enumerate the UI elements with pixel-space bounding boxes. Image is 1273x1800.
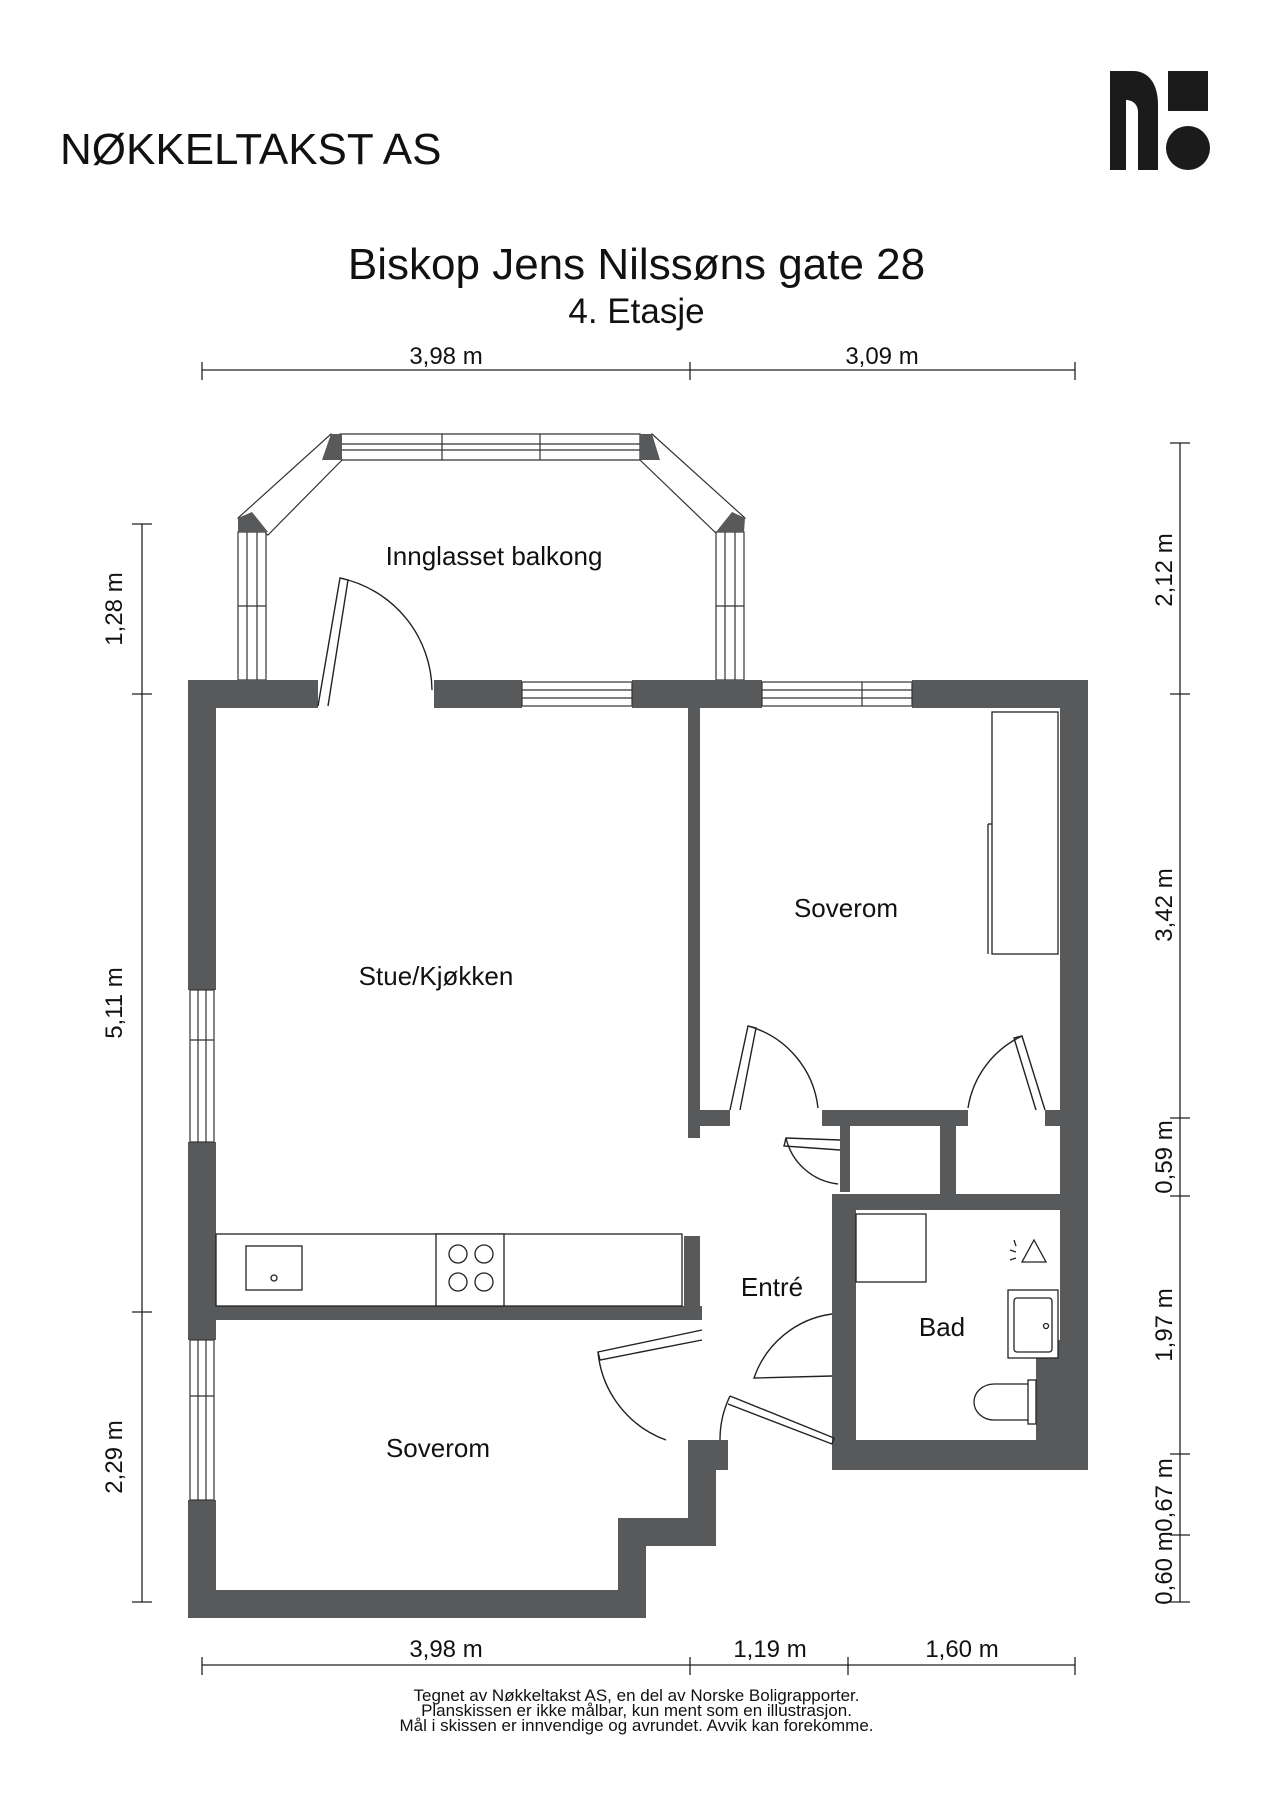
dimension-lines: [132, 362, 1190, 1675]
plan-address: Biskop Jens Nilssøns gate 28: [347, 240, 926, 289]
doors: [317, 577, 1046, 1445]
dim-bottom-right: 1,60 m: [925, 1636, 998, 1663]
dim-bottom-mid: 1,19 m: [733, 1636, 806, 1663]
walls: [188, 680, 1088, 1618]
dim-left-bottom: 2,29 m: [101, 1420, 128, 1493]
company-name: NØKKELTAKST AS: [60, 125, 442, 174]
fixtures: [215, 711, 1059, 1425]
dim-right-3: 0,59 m: [1151, 1120, 1178, 1193]
noekkeltakst-logo-icon: [1110, 71, 1210, 170]
room-label-bathroom: Bad: [919, 1312, 965, 1342]
room-label-bedroom-bottom: Soverom: [386, 1433, 490, 1463]
dim-right-2: 3,42 m: [1151, 868, 1178, 941]
plan-floor: 4. Etasje: [568, 292, 705, 331]
dim-left-top: 1,28 m: [101, 572, 128, 645]
dim-left-mid: 5,11 m: [101, 967, 128, 1039]
dim-top-left: 3,98 m: [409, 343, 482, 370]
room-label-bedroom-right: Soverom: [794, 893, 898, 923]
dim-right-1: 2,12 m: [1151, 533, 1178, 606]
balcony-corners: [238, 434, 745, 532]
dim-right-6: 0,60 m: [1151, 1531, 1178, 1604]
room-label-balcony: Innglasset balkong: [386, 541, 603, 571]
dim-top-right: 3,09 m: [845, 343, 918, 370]
footer-line-2: Planskissen er ikke målbar, kun ment som…: [421, 1701, 852, 1720]
dim-right-4: 1,97 m: [1151, 1288, 1178, 1361]
wall-windows: [189, 681, 913, 1501]
dim-bottom-left: 3,98 m: [409, 1636, 482, 1663]
room-label-living-kitchen: Stue/Kjøkken: [359, 961, 514, 991]
footer-line-1: Tegnet av Nøkkeltakst AS, en del av Nors…: [413, 1686, 860, 1705]
footer-line-3: Mål i skissen er innvendige og avrundet.…: [399, 1716, 874, 1735]
dim-right-5: 0,67 m: [1151, 1458, 1178, 1531]
room-label-entrance: Entré: [741, 1272, 803, 1302]
